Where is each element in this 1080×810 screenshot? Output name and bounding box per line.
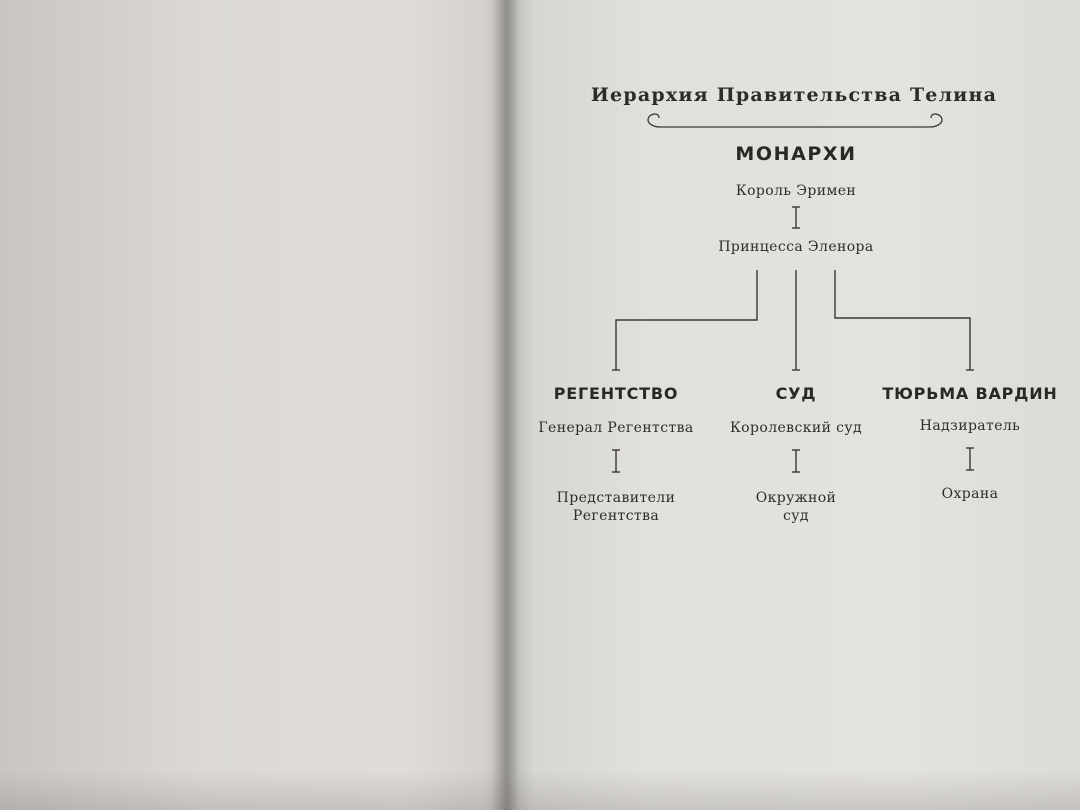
group-court: СУД — [776, 384, 817, 403]
ornament-left-scroll — [647, 113, 661, 128]
title-ornament — [647, 113, 943, 128]
book-gutter — [492, 0, 520, 810]
member-king: Король Эримен — [736, 183, 856, 199]
connector-prison — [834, 270, 971, 370]
court-sub-line-2: суд — [783, 508, 809, 524]
ornament-right-scroll — [929, 113, 943, 128]
member-princess: Принцесса Эленора — [718, 239, 873, 255]
group-regency: РЕГЕНТСТВО — [554, 384, 679, 403]
sub-connectors — [612, 447, 974, 473]
group-monarchs: МОНАРХИ — [735, 143, 856, 165]
right-page — [505, 0, 1080, 810]
connector-regency — [615, 270, 758, 370]
left-page — [0, 0, 505, 810]
prison-sub: Охрана — [942, 486, 999, 502]
regency-sub-line-1: Представители — [557, 490, 676, 506]
chart-title: Иерархия Правительства Телина — [591, 84, 997, 106]
regency-sub-line-2: Регентства — [573, 508, 659, 524]
connector-king-princess — [792, 206, 800, 229]
prison-head: Надзиратель — [920, 418, 1020, 434]
court-sub-line-1: Окружной — [756, 490, 837, 506]
group-prison: ТЮРЬМА ВАРДИН — [882, 384, 1057, 403]
branch-connectors — [612, 270, 974, 371]
regency-head: Генерал Регентства — [538, 420, 693, 436]
page-edge-shadow — [0, 770, 1080, 810]
court-head: Королевский суд — [730, 420, 862, 436]
